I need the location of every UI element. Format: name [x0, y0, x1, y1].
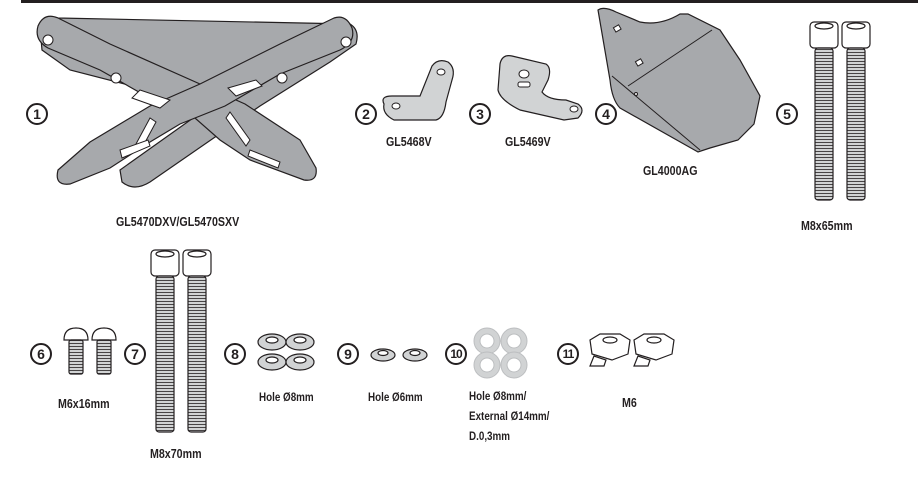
item-number-10: 10 — [445, 343, 467, 365]
item-label-6: M6x16mm — [58, 396, 110, 411]
item-label-10: Hole Ø8mm/ External Ø14mm/ D.0,3mm — [469, 386, 549, 446]
item-label-10-line-1: Hole Ø8mm/ — [469, 389, 527, 403]
item-label-7: M8x70mm — [150, 446, 202, 461]
item-label-8: Hole Ø8mm — [259, 390, 314, 404]
item-number-5: 5 — [776, 103, 798, 125]
top-rule — [21, 0, 918, 3]
item-number-8: 8 — [224, 343, 246, 365]
item-number-7: 7 — [124, 343, 146, 365]
item-label-9: Hole Ø6mm — [368, 390, 423, 404]
item-number-4: 4 — [595, 103, 617, 125]
item-label-1: GL5470DXV/GL5470SXV — [116, 214, 240, 229]
item-number-6: 6 — [30, 343, 52, 365]
item-number-2: 2 — [355, 103, 377, 125]
item-number-9: 9 — [337, 343, 359, 365]
item-label-5: M8x65mm — [801, 218, 853, 233]
item-label-2: GL5468V — [386, 134, 432, 149]
item-label-10-line-2: External Ø14mm/ — [469, 409, 550, 423]
item-label-4: GL4000AG — [643, 163, 698, 178]
item-number-3: 3 — [469, 103, 491, 125]
item-label-11: M6 — [622, 395, 637, 410]
item-label-10-line-3: D.0,3mm — [469, 429, 511, 443]
item-number-1: 1 — [26, 103, 48, 125]
item-label-3: GL5469V — [505, 134, 551, 149]
item-number-11: 11 — [557, 343, 579, 365]
